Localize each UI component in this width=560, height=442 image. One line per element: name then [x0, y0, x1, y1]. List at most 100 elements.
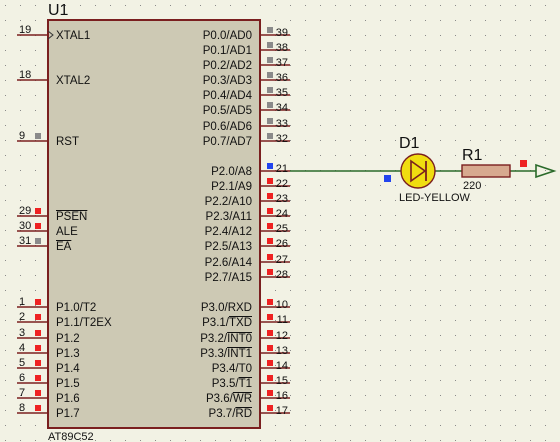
pin-label: P1.3: [56, 348, 80, 360]
led-body[interactable]: [400, 153, 436, 189]
power-terminal-arrow-icon[interactable]: [535, 163, 557, 179]
pin-label: P2.6/A14: [205, 257, 253, 269]
pin-state-marker: [35, 238, 41, 244]
chip-part-number: AT89C52: [48, 431, 94, 442]
led-d1[interactable]: D1 LED-YELLOW: [384, 135, 471, 204]
pin-state-marker: [267, 102, 273, 108]
led-anode-state-marker: [384, 175, 391, 182]
diode-arrow-icon: [410, 159, 427, 183]
pin-number: 31: [19, 235, 31, 247]
resistor-state-marker: [520, 160, 527, 167]
led-reference: D1: [399, 135, 420, 152]
pin-number: 34: [276, 102, 288, 114]
resistor-r1[interactable]: R1 220: [461, 147, 527, 192]
pin-label: P1.5: [56, 378, 80, 390]
resistor-body[interactable]: [461, 164, 511, 178]
pin-label: P3.4/T0: [212, 363, 252, 375]
pin-number: 23: [276, 193, 288, 205]
pin-number: 30: [19, 220, 31, 232]
chip-pin-15[interactable]: 15 P3.5/T1: [212, 375, 290, 390]
pin-number: 5: [19, 357, 25, 369]
pin-label: P0.1/AD1: [203, 45, 252, 57]
chip-pin-38[interactable]: 38 P0.1/AD1: [203, 42, 290, 57]
pin-number: 10: [276, 299, 288, 311]
pin-number: 15: [276, 375, 288, 387]
pin-number: 3: [19, 327, 25, 339]
pin-number: 38: [276, 42, 288, 54]
pin-label: P1.4: [56, 363, 80, 375]
pin-label: P1.6: [56, 393, 80, 405]
pin-number: 24: [276, 208, 288, 220]
pin-number: 6: [19, 372, 25, 384]
chip-body[interactable]: [47, 19, 261, 429]
pin-state-marker: [35, 133, 41, 139]
chip-pin-14[interactable]: 14 P3.4/T0: [212, 360, 290, 375]
pin-number: 17: [276, 405, 288, 417]
pin-state-marker: [267, 238, 273, 244]
pin-label: P3.7/RD: [209, 408, 252, 420]
pin-number: 39: [276, 27, 288, 39]
pin-label: P2.5/A13: [205, 241, 252, 253]
clock-input-icon: [47, 30, 54, 40]
pin-number: 25: [276, 223, 288, 235]
pin-state-marker: [35, 299, 41, 305]
pin-number: 35: [276, 87, 288, 99]
pin-label: P0.6/AD6: [203, 121, 252, 133]
chip-pin-25[interactable]: 25 P2.4/A12: [205, 223, 290, 238]
pin-label: P2.4/A12: [205, 226, 252, 238]
pin-state-marker: [267, 254, 273, 260]
pin-number: 14: [276, 360, 288, 372]
pin-state-marker: [267, 193, 273, 199]
pin-label: P3.3/INT1: [200, 348, 252, 360]
pin-label: P2.7/A15: [205, 272, 252, 284]
pin-state-marker: [267, 223, 273, 229]
pin-state-marker: [267, 178, 273, 184]
pin-state-marker: [267, 360, 273, 366]
chip-pin-17[interactable]: 17 P3.7/RD: [209, 405, 290, 420]
pin-number: 29: [19, 205, 31, 217]
pin-number: 11: [277, 314, 288, 326]
pin-label: P1.1/T2EX: [56, 317, 112, 329]
pin-state-marker: [267, 345, 273, 351]
pin-label: P3.5/T1: [212, 378, 252, 390]
pin-number: 4: [19, 342, 25, 354]
pin-label: P0.7/AD7: [203, 136, 252, 148]
chip-reference: U1: [48, 2, 69, 19]
pin-number: 21: [276, 163, 288, 175]
